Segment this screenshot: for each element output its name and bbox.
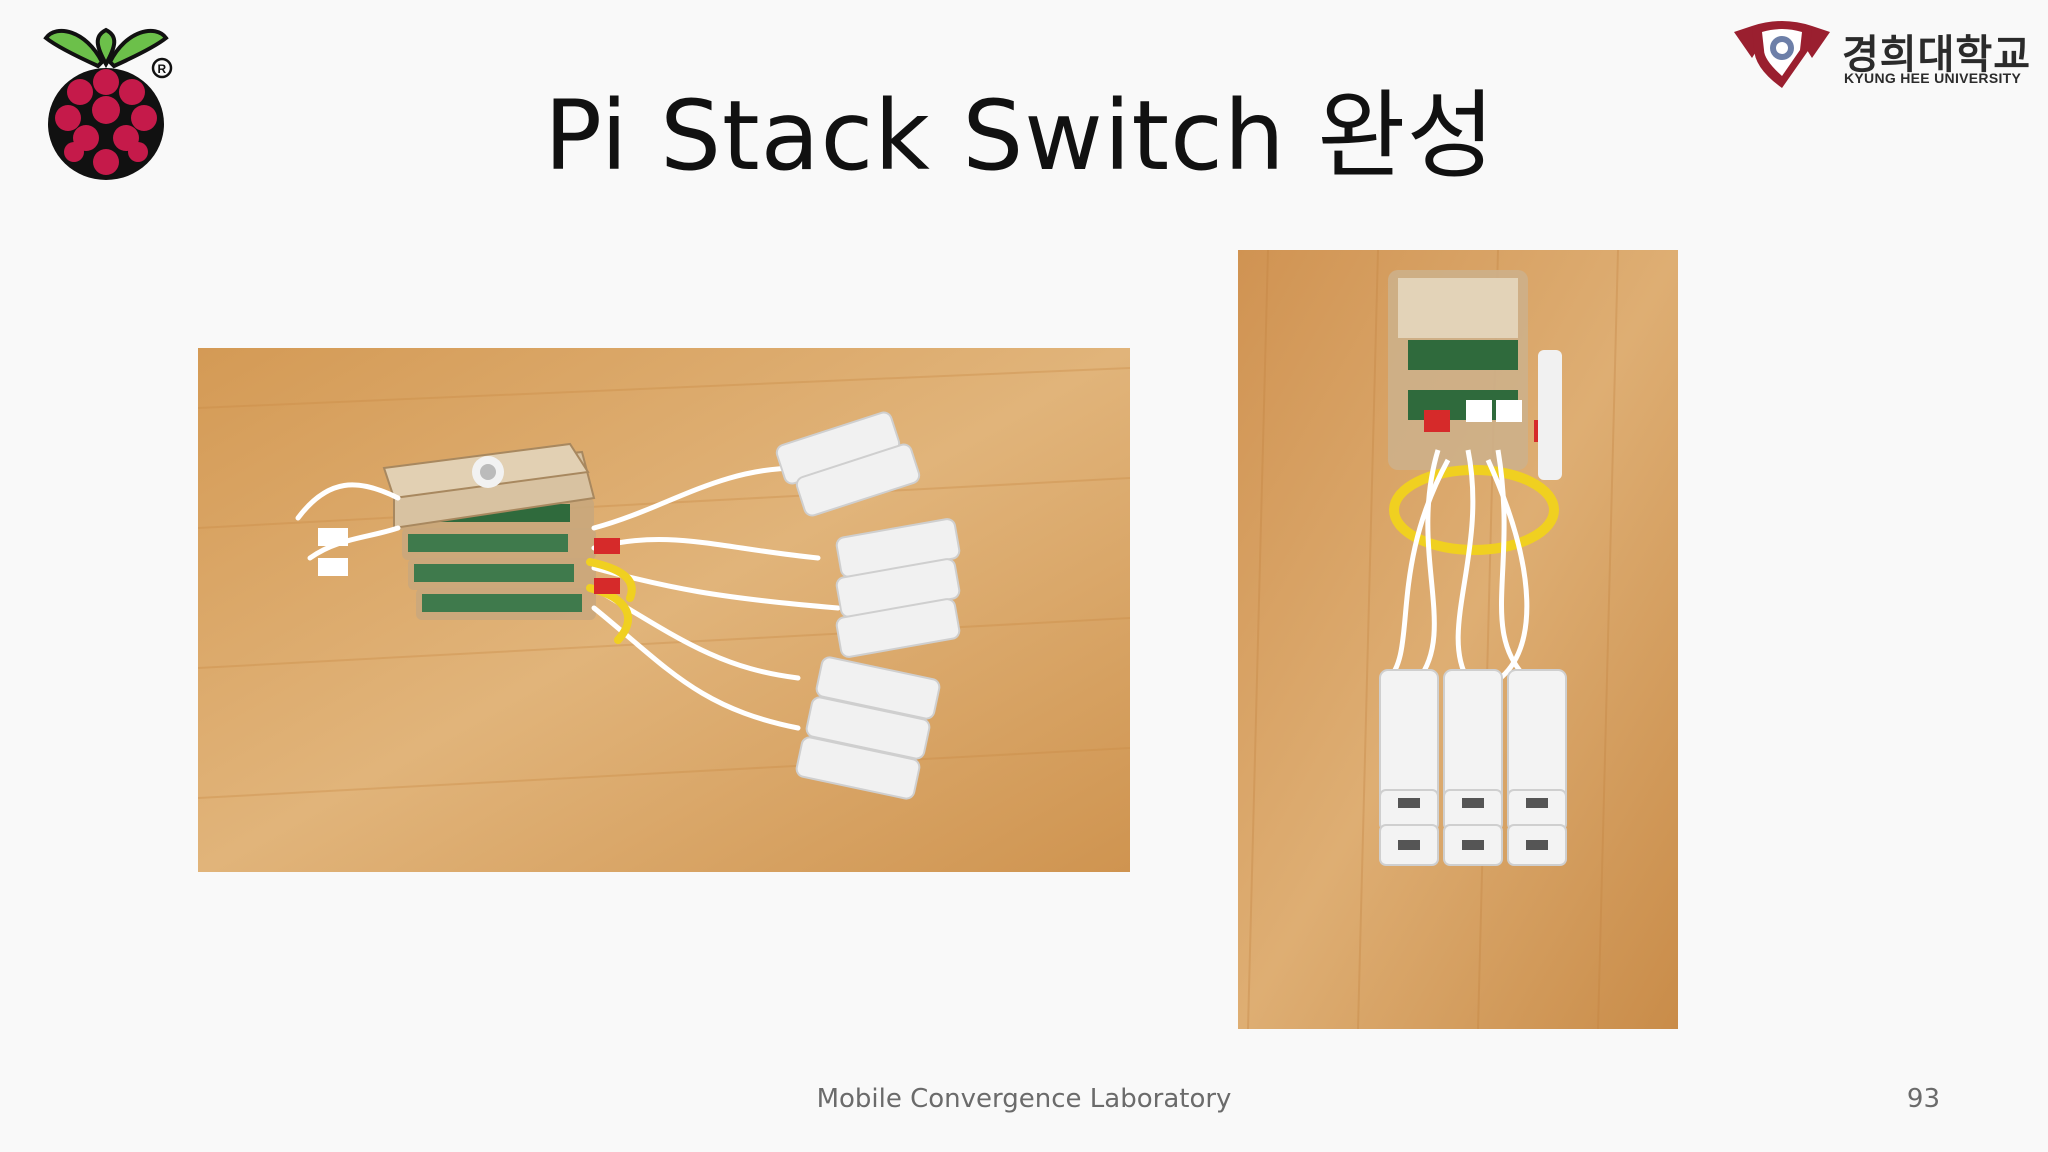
svg-text:R: R xyxy=(158,62,167,76)
page-number: 93 xyxy=(1906,1084,1940,1114)
kyung-hee-seal-icon xyxy=(1734,21,1830,88)
pi-stack-photo-landscape xyxy=(198,348,1130,872)
slide-title: Pi Stack Switch 완성 xyxy=(544,80,1496,192)
university-name-english: KYUNG HEE UNIVERSITY xyxy=(1844,70,2022,86)
raspberry-pi-logo-icon: R xyxy=(36,16,176,181)
university-logo: 경희대학교 KYUNG HEE UNIVERSITY xyxy=(1732,18,2032,90)
footer-lab-name: Mobile Convergence Laboratory xyxy=(816,1084,1232,1114)
pi-stack-photo-portrait xyxy=(1238,250,1678,1029)
university-name-korean: 경희대학교 xyxy=(1842,32,2031,78)
